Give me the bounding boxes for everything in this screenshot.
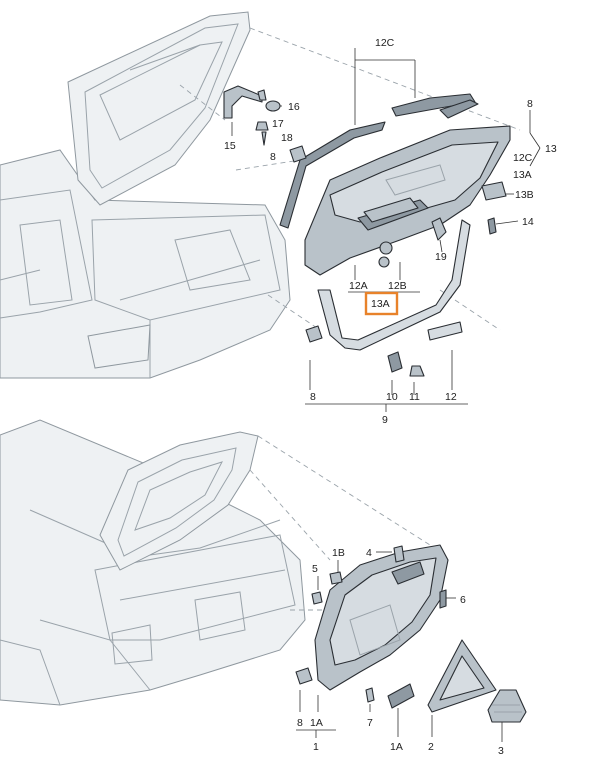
- estate-tailgate: [67, 11, 251, 206]
- highlight-box-13a: [364, 291, 399, 316]
- callout-11: 11: [409, 391, 420, 403]
- callout-12b: 12B: [388, 280, 407, 292]
- callout-14: 14: [522, 216, 534, 228]
- seal-12-lower: [317, 219, 471, 351]
- callout-7: 7: [367, 717, 373, 729]
- case-3: [487, 689, 527, 723]
- top-callouts: 12C 16 17 15 18 8 8 13 12C 13A 13B 14 19…: [224, 37, 557, 426]
- callout-9: 9: [382, 414, 388, 426]
- callout-10: 10: [386, 391, 398, 403]
- bottom-projection-lines: [249, 435, 431, 611]
- callout-6: 6: [460, 594, 466, 606]
- callout-18: 18: [281, 132, 293, 144]
- callout-12c-right: 12C: [513, 152, 533, 164]
- callout-12: 12: [445, 391, 457, 403]
- bottom-diagram: 1B 4 5 6 8 1A 7 1A 2 3 1: [0, 419, 527, 757]
- seal-12c: [279, 93, 479, 229]
- callout-15: 15: [224, 140, 236, 152]
- sedan-boot-lid: [99, 431, 259, 571]
- callout-12c-top: 12C: [375, 37, 395, 49]
- top-diagram: 12C 16 17 15 18 8 8 13 12C 13A 13B 14 19…: [0, 11, 557, 426]
- callout-1: 1: [313, 741, 319, 753]
- estate-body: [0, 149, 291, 379]
- callout-13b: 13B: [515, 189, 534, 201]
- warning-triangle-2: [427, 639, 497, 713]
- callout-13: 13: [545, 143, 557, 155]
- callout-19: 19: [435, 251, 447, 263]
- callout-8-bottom-left: 8: [310, 391, 316, 403]
- callout-5: 5: [312, 563, 318, 575]
- callout-2: 2: [428, 741, 434, 753]
- bottom-callouts: 1B 4 5 6 8 1A 7 1A 2 3 1: [297, 547, 504, 757]
- callout-16: 16: [288, 101, 300, 113]
- callout-4: 4: [366, 547, 372, 559]
- callout-12a: 12A: [349, 280, 368, 292]
- hardware-parts: [223, 85, 507, 377]
- bottom-leaders: [296, 551, 503, 742]
- callout-1a-left: 1A: [310, 717, 323, 729]
- bottom-hardware: [295, 545, 447, 709]
- callout-1a-bottom: 1A: [390, 741, 403, 753]
- callout-8-top-left: 8: [270, 151, 276, 163]
- callout-1b-top: 1B: [332, 547, 345, 559]
- callout-13a-right: 13A: [513, 169, 532, 181]
- callout-3: 3: [498, 745, 504, 757]
- sedan-body: [0, 419, 306, 706]
- trim-panel-1: [314, 544, 449, 691]
- callout-8-right: 8: [527, 98, 533, 110]
- callout-13a-highlighted: 13A: [371, 298, 390, 310]
- callout-8-bottom: 8: [297, 717, 303, 729]
- callout-17: 17: [272, 118, 284, 130]
